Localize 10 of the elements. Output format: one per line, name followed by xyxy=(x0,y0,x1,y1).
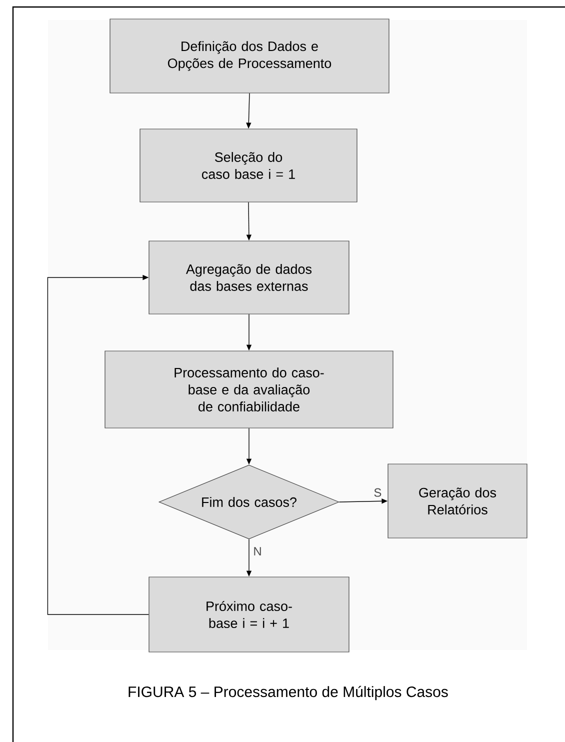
process-box: Próximo caso-base i = i + 1 xyxy=(148,576,350,652)
process-box: Definição dos Dados e Opções de Processamento xyxy=(110,18,390,94)
edge-label: N xyxy=(252,546,263,556)
process-box: Seleção do caso base i = 1 xyxy=(140,128,358,202)
process-box: Processamento do caso-base e da avaliação de confiabilidade xyxy=(104,350,394,428)
caption: FIGURA 5 – Processamento de Múltiplos Casos xyxy=(128,686,448,700)
arrow xyxy=(47,274,150,615)
process-box: Geração dos Relatórios xyxy=(388,464,528,538)
process-box: Agregação de dados das bases externas xyxy=(148,240,350,314)
edge-label: S xyxy=(372,487,383,498)
